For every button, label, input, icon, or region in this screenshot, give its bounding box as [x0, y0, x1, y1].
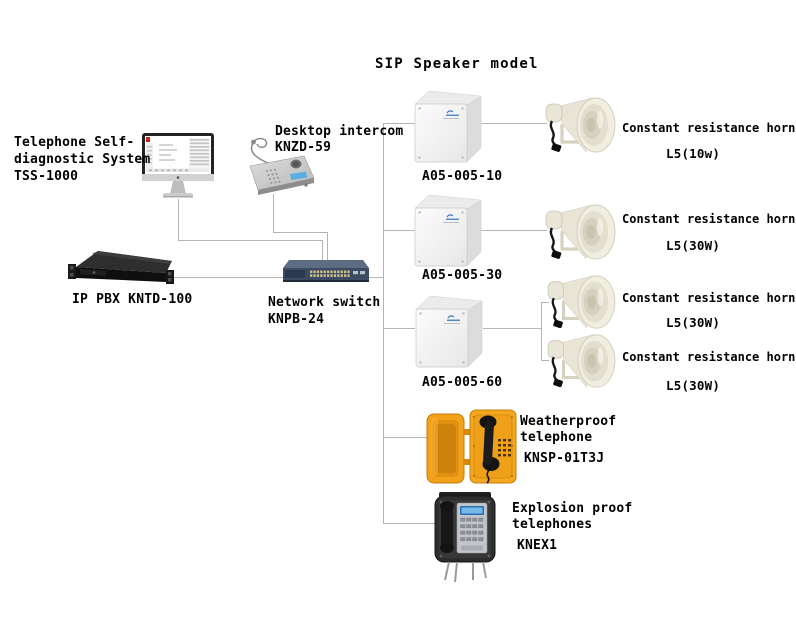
line-split-to-horn3 — [541, 302, 549, 303]
weatherproof-telephone-image — [426, 409, 518, 489]
line-monitor-down — [178, 199, 179, 240]
explosion-proof-telephone-image — [431, 490, 499, 584]
line-box3-split — [483, 328, 541, 329]
sip-speaker-box-image — [414, 291, 486, 373]
line-branch-weatherproof — [383, 437, 428, 438]
horn-name-label: Constant resistance horn — [622, 121, 796, 135]
line-pbx-to-switch — [174, 277, 283, 278]
line-switch-to-trunk — [369, 277, 383, 278]
speaker-box-label: A05-005-10 — [422, 169, 503, 184]
horn-model-label: L5(30W) — [666, 378, 721, 393]
line-monitor-across — [178, 240, 323, 241]
speaker-box-label: A05-005-30 — [422, 268, 503, 283]
line-box2-to-horn2 — [481, 230, 547, 231]
line-branch-box3 — [383, 328, 415, 329]
line-box1-to-horn1 — [481, 123, 547, 124]
horn-model-label: L5(30W) — [666, 315, 721, 330]
horn-name-label: Constant resistance horn — [622, 350, 796, 364]
horn-speaker-image — [540, 94, 620, 158]
ip-pbx-label: IP PBX KNTD-100 — [72, 292, 193, 307]
horn-speaker-image — [540, 201, 620, 265]
speaker-box-label: A05-005-60 — [422, 375, 503, 390]
explosion-proof-telephone-model: KNEX1 — [517, 538, 558, 553]
sip-speaker-box-image — [413, 86, 485, 168]
tss-1000-label: Telephone Self- diagnostic System TSS-10… — [14, 135, 151, 184]
horn-name-label: Constant resistance horn — [622, 212, 796, 226]
horn-name-label: Constant resistance horn — [622, 291, 796, 305]
network-switch-label: Network switch KNPB-24 — [268, 295, 381, 327]
weatherproof-telephone-label: Weatherproof telephone — [520, 414, 617, 445]
line-branch-box2 — [383, 230, 415, 231]
diagram-title: SIP Speaker model — [375, 56, 539, 72]
desktop-intercom-image — [240, 130, 318, 196]
line-branch-box1 — [383, 123, 415, 124]
horn-speaker-image — [542, 331, 620, 393]
desktop-intercom-label: Desktop intercom KNZD-59 — [275, 124, 404, 155]
imac-monitor-image — [139, 132, 217, 206]
sip-speaker-box-image — [413, 190, 485, 272]
line-split-to-horn4 — [541, 360, 549, 361]
horn-model-label: L5(10w) — [666, 146, 721, 161]
line-branch-explosion — [383, 523, 436, 524]
horn-speaker-image — [542, 272, 620, 334]
line-split-vertical — [541, 302, 542, 360]
explosion-proof-telephone-label: Explosion proof telephones — [512, 501, 633, 532]
line-intercom-across — [273, 232, 328, 233]
network-switch-image — [277, 256, 373, 286]
horn-model-label: L5(30W) — [666, 238, 721, 253]
weatherproof-telephone-model: KNSP-01T3J — [524, 451, 605, 466]
line-intercom-to-switch — [327, 232, 328, 262]
line-intercom-down — [273, 194, 274, 232]
line-monitor-to-switch — [322, 240, 323, 262]
line-trunk — [383, 123, 384, 523]
ip-pbx-image — [64, 248, 186, 292]
